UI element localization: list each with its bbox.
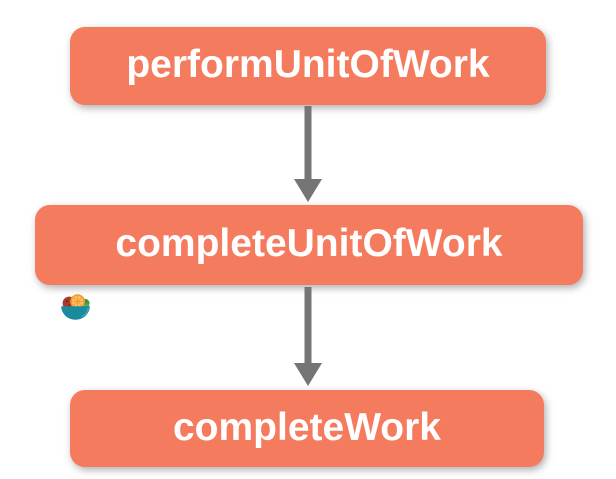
node-label-complete-unit-of-work: completeUnitOfWork xyxy=(115,222,503,265)
arrow-complete-unit-to-complete-work xyxy=(294,287,322,388)
arrow-perform-to-complete-unit xyxy=(294,106,322,202)
arrow-head-down-icon xyxy=(294,363,322,386)
node-label-complete-work: completeWork xyxy=(172,405,441,449)
fruit-bowl-icon xyxy=(61,294,90,320)
arrow-line xyxy=(304,287,312,365)
node-complete-work: completeWork xyxy=(70,390,544,467)
node-complete-unit-of-work: completeUnitOfWork xyxy=(35,205,583,285)
arrow-line xyxy=(304,106,312,181)
arrow-head-down-icon xyxy=(294,179,322,202)
node-label-perform-unit-of-work: performUnitOfWork xyxy=(126,43,490,86)
node-perform-unit-of-work: performUnitOfWork xyxy=(70,27,546,105)
